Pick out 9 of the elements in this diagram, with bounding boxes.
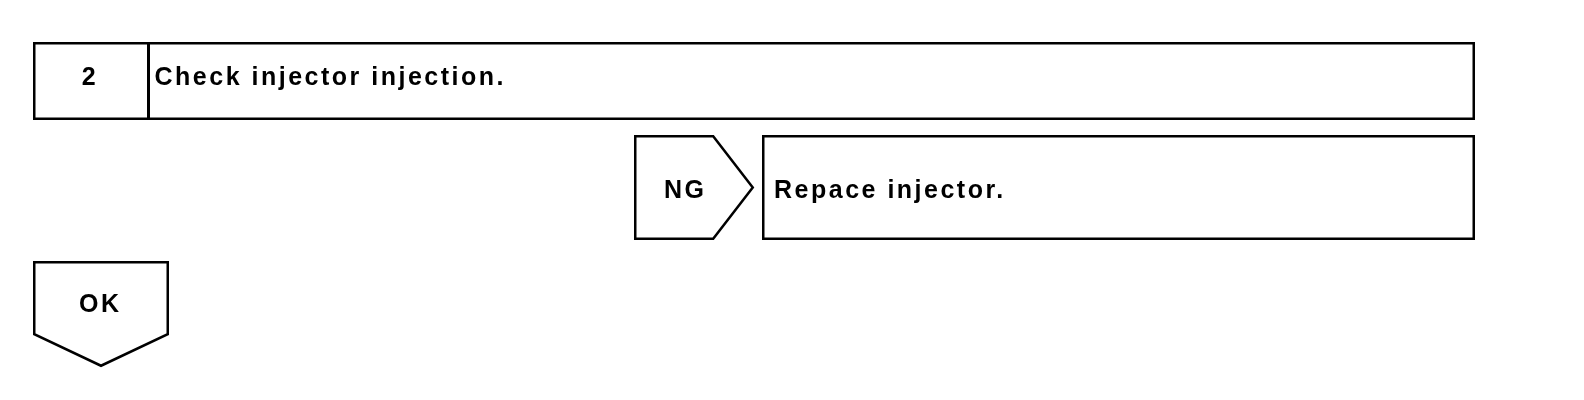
step-box — [33, 42, 1475, 120]
result-label: NG — [664, 174, 707, 204]
result-chevron-tag — [33, 261, 169, 367]
step-number: 2 — [81, 61, 99, 91]
step-instruction: Check injector injection. — [154, 61, 506, 91]
action-text: Repace injector. — [774, 174, 1006, 204]
result-chevron-tag — [634, 135, 754, 240]
action-box — [762, 135, 1475, 240]
result-label: OK — [79, 288, 122, 318]
